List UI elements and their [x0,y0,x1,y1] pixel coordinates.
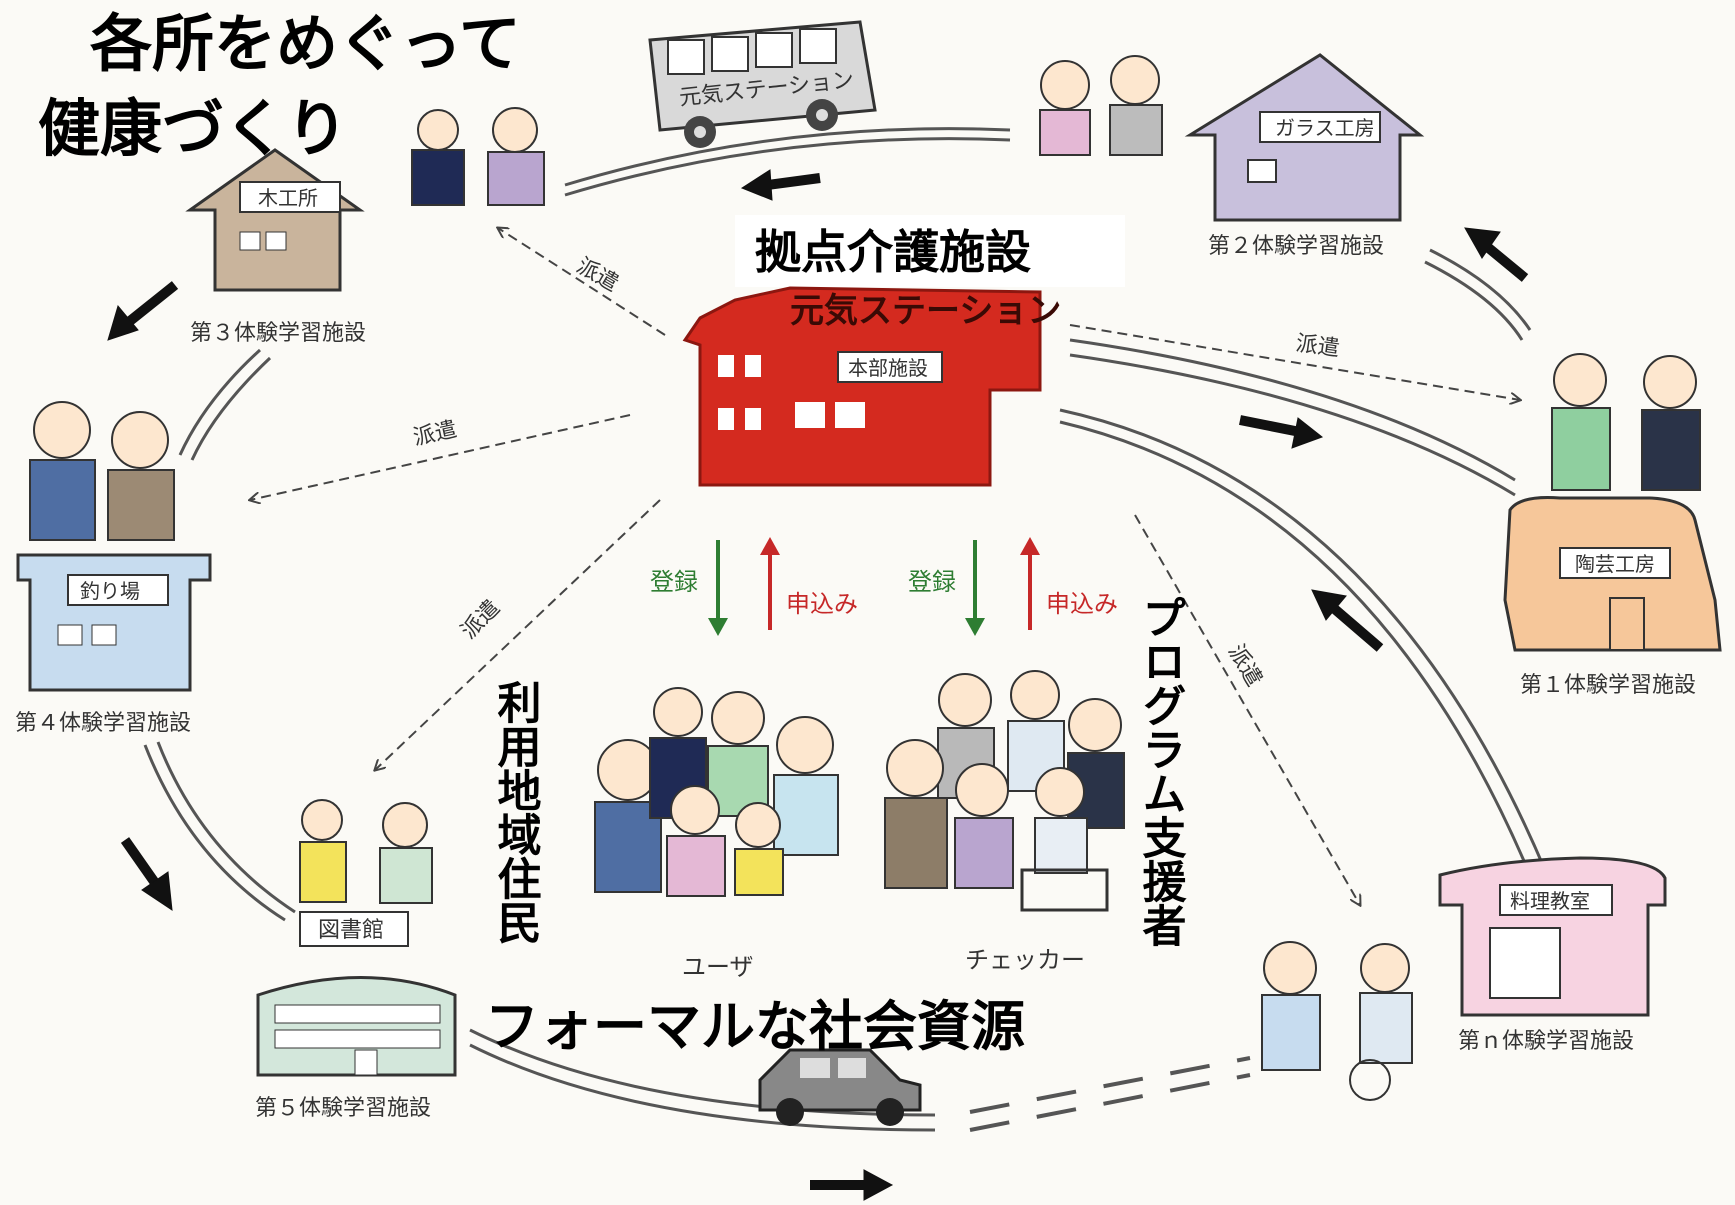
group-labels: 利用地域住民 プログラム支援者 ユーザ チェッカー [490,595,1187,981]
facility-3-sign: 木工所 [258,186,318,210]
facility-4-caption: 第４体験学習施設 [15,711,191,736]
hq-title-box [735,215,1125,287]
people-illustrations [29,55,1701,1101]
facility-1-caption: 第１体験学習施設 [1520,673,1696,698]
facility-2: ガラス工房 第２体験学習施設 [1184,53,1425,259]
headline: 各所をめぐって 健康づくり [38,7,521,165]
supporters-vertical-label: プログラム支援者 [1135,595,1187,947]
facility-3: 木工所 第３体験学習施設 [185,148,366,346]
facility-5-caption: 第５体験学習施設 [255,1096,431,1121]
facility-n-sign: 料理教室 [1510,889,1590,913]
hq-title: 拠点介護施設 [755,225,1031,279]
dispatch-label-f1: 派遣 [1294,331,1341,362]
bottom-title: フォーマルな社会資源 [485,995,1025,1058]
dispatch-label-f5: 派遣 [457,595,506,644]
apply-label-users: 申込み [786,590,858,618]
facility-4: 釣り場 第４体験学習施設 [15,553,212,736]
facility-2-sign: ガラス工房 [1275,116,1375,140]
facility-5-sign: 図書館 [318,918,384,943]
facility-1: 陶芸工房 第１体験学習施設 [1503,496,1722,698]
apply-label-checkers: 申込み [1046,590,1118,618]
hq-label-box [837,351,943,383]
hq-house [682,286,1042,487]
dispatch-label-f4: 派遣 [411,417,459,451]
residents-vertical-label: 利用地域住民 [490,680,542,945]
bus-illustration: 元気ステーション [648,20,877,148]
checkers-role-label: チェッカー [965,946,1085,974]
facility-4-sign: 釣り場 [80,579,140,603]
register-label-checkers: 登録 [908,568,956,596]
circular-road [143,127,1547,1132]
car-illustration [758,1048,922,1126]
hq-building: 拠点介護施設 元気ステーション 本部施設 [682,215,1125,487]
facility-3-caption: 第３体験学習施設 [190,321,366,346]
facility-1-sign: 陶芸工房 [1575,552,1655,576]
register-apply: 登録 申込み 登録 申込み [650,537,1118,636]
facility-n-caption: 第ｎ体験学習施設 [1458,1029,1634,1054]
headline-line2: 健康づくり [38,92,348,165]
users-role-label: ユーザ [682,953,754,981]
facility-5: 図書館 第５体験学習施設 [255,911,457,1121]
hq-sign: 元気ステーション [790,291,1061,331]
dispatch-label-fn: 派遣 [1223,641,1267,692]
flow-arrows [107,169,1529,1201]
facility-n: 料理教室 第ｎ体験学習施設 [1438,856,1667,1054]
hq-label: 本部施設 [848,356,928,380]
dispatch-arrows [250,228,1520,905]
facility-2-caption: 第２体験学習施設 [1208,234,1384,259]
headline-line1: 各所をめぐって [90,7,521,80]
register-label-users: 登録 [650,568,698,596]
